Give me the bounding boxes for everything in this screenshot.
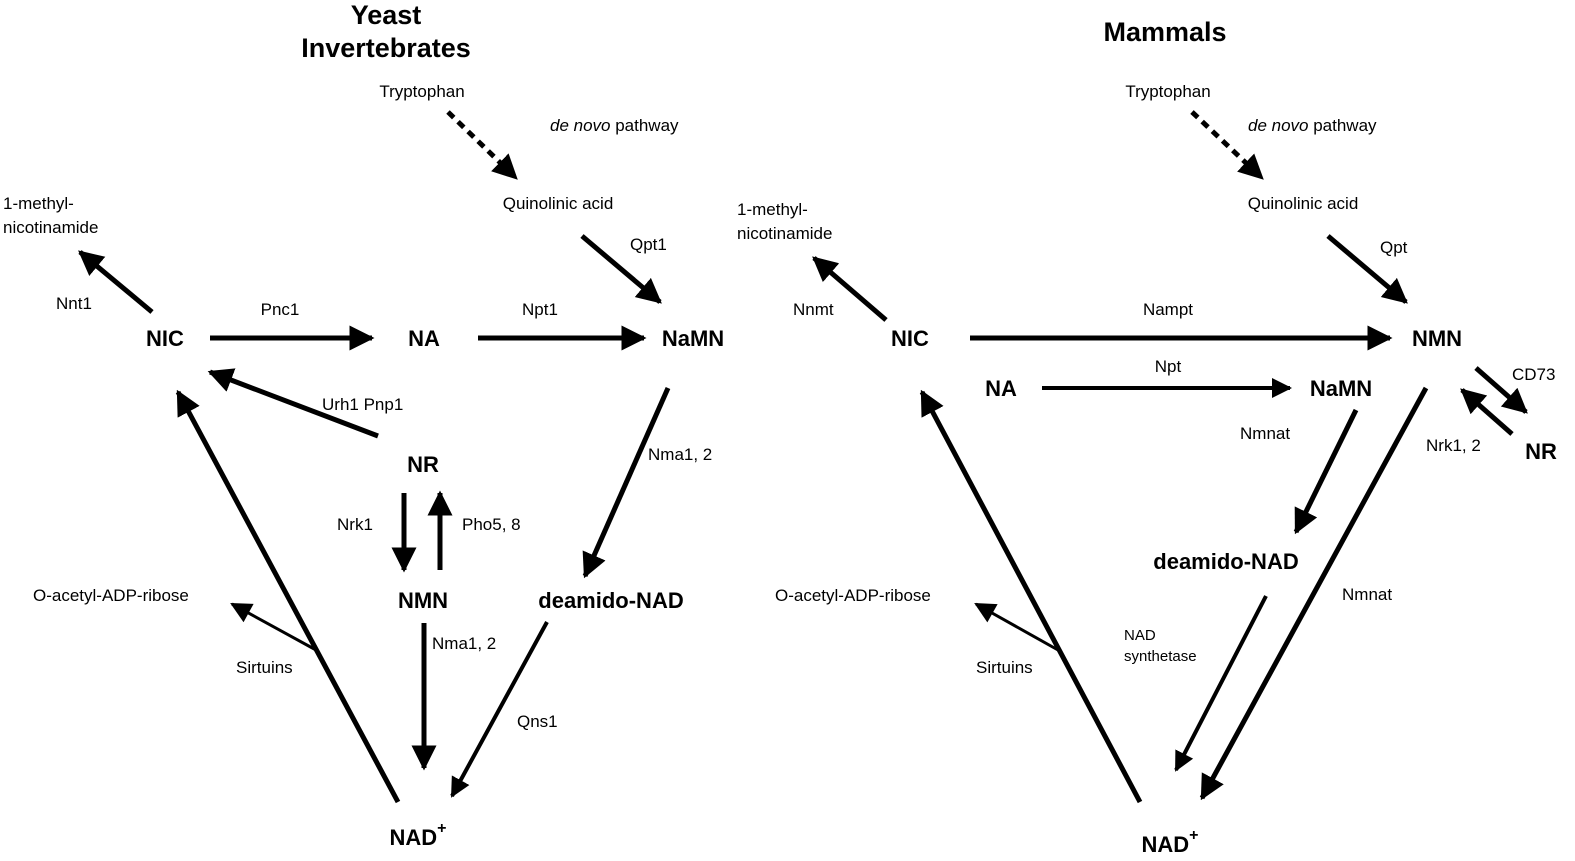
- yeast-nma-center-label: Nma1, 2: [432, 634, 496, 653]
- mammals-nmnat-left-label: Nmnat: [1240, 424, 1290, 443]
- mammals-nnmt-label: Nnmt: [793, 300, 834, 319]
- mammals-title: Mammals: [1103, 17, 1226, 47]
- mammals-arrow-nad-to-nic: [919, 389, 1143, 804]
- mammals-de-novo-rest: pathway: [1309, 116, 1378, 135]
- mammals-arrow-nmnat-left: [1293, 408, 1359, 535]
- mammals-nrk12-label: Nrk1, 2: [1426, 436, 1481, 455]
- mammals-de-novo-italic: de novo: [1248, 116, 1309, 135]
- yeast-node-nic: NIC: [146, 326, 184, 351]
- mammals-nmnat-right-label: Nmnat: [1342, 585, 1392, 604]
- invertebrates-title: Invertebrates: [301, 33, 471, 63]
- mammals-arrow-nrk12: [1460, 388, 1514, 436]
- mammals-acetyl-adp-ribose-label: O-acetyl-ADP-ribose: [775, 586, 931, 605]
- yeast-de-novo-rest: pathway: [611, 116, 680, 135]
- mammals-node-nr: NR: [1525, 439, 1557, 464]
- yeast-arrow-nad-to-nic: [175, 389, 401, 804]
- mammals-node-nmn: NMN: [1412, 326, 1462, 351]
- mammals-tryptophan-label: Tryptophan: [1125, 82, 1210, 101]
- yeast-de-novo-italic: de novo: [550, 116, 611, 135]
- mammals-arrow-qpt: [1326, 234, 1408, 304]
- mammals-arrow-cd73: [1474, 366, 1528, 414]
- mammals-arrow-sirtuins: [974, 602, 1059, 652]
- yeast-qpt1-label: Qpt1: [630, 235, 667, 254]
- yeast-title: Yeast: [351, 0, 422, 30]
- mammals-nad-base: NAD: [1141, 832, 1189, 857]
- yeast-de-novo-label: de novo pathway: [550, 116, 679, 135]
- yeast-arrow-qns1: [450, 621, 549, 798]
- mammals-methyl-line2: nicotinamide: [737, 224, 832, 243]
- yeast-quinolinic-acid-label: Quinolinic acid: [503, 194, 614, 213]
- mammals-sirtuins-label: Sirtuins: [976, 658, 1033, 677]
- mammals-quinolinic-acid-label: Quinolinic acid: [1248, 194, 1359, 213]
- yeast-urh1-pnp1-label: Urh1 Pnp1: [322, 395, 403, 414]
- yeast-nrk1-label: Nrk1: [337, 515, 373, 534]
- mammals-node-namn: NaMN: [1310, 376, 1372, 401]
- mammals-node-nic: NIC: [891, 326, 929, 351]
- mammals-de-novo-label: de novo pathway: [1248, 116, 1377, 135]
- yeast-pnc1-label: Pnc1: [261, 300, 300, 319]
- mammals-nad-synthetase-line1: NAD: [1124, 627, 1156, 644]
- yeast-arrow-nnt1: [78, 250, 154, 314]
- mammals-node-nad: NAD+: [1141, 827, 1198, 857]
- yeast-nad-base: NAD: [389, 825, 437, 850]
- mammals-node-deamido-nad: deamido-NAD: [1153, 549, 1298, 574]
- yeast-arrow-urh1-pnp1: [207, 368, 379, 439]
- yeast-arrow-qpt1: [580, 234, 662, 304]
- yeast-node-nad: NAD+: [389, 820, 446, 850]
- yeast-pho58-label: Pho5, 8: [462, 515, 521, 534]
- yeast-node-namn: NaMN: [662, 326, 724, 351]
- mammals-nad-superscript: +: [1189, 827, 1198, 844]
- yeast-methyl-line1: 1-methyl-: [3, 194, 74, 213]
- yeast-node-nr: NR: [407, 452, 439, 477]
- yeast-nnt1-label: Nnt1: [56, 294, 92, 313]
- mammals-methyl-line1: 1-methyl-: [737, 200, 808, 219]
- mammals-nampt-label: Nampt: [1143, 300, 1193, 319]
- yeast-acetyl-adp-ribose-label: O-acetyl-ADP-ribose: [33, 586, 189, 605]
- yeast-npt1-label: Npt1: [522, 300, 558, 319]
- mammals-arrow-nnmt: [812, 256, 888, 322]
- yeast-arrow-sirtuins: [230, 602, 317, 652]
- mammals-node-na: NA: [985, 376, 1017, 401]
- yeast-node-na: NA: [408, 326, 440, 351]
- mammals-arrow-nad-synthetase: [1174, 595, 1268, 772]
- yeast-node-nmn: NMN: [398, 588, 448, 613]
- mammals-panel: Mammals Tryptophan Quinolinic acid 1-met…: [737, 17, 1557, 857]
- yeast-nad-superscript: +: [437, 820, 446, 837]
- mammals-npt-label: Npt: [1155, 357, 1182, 376]
- mammals-arrow-nmnat-right: [1199, 386, 1429, 801]
- yeast-nma-right-label: Nma1, 2: [648, 445, 712, 464]
- yeast-node-deamido-nad: deamido-NAD: [538, 588, 683, 613]
- yeast-qns1-label: Qns1: [517, 712, 558, 731]
- mammals-cd73-label: CD73: [1512, 365, 1555, 384]
- mammals-arrow-de-novo: [1190, 110, 1264, 180]
- yeast-sirtuins-label: Sirtuins: [236, 658, 293, 677]
- yeast-arrow-nma-right: [582, 386, 671, 579]
- yeast-methyl-line2: nicotinamide: [3, 218, 98, 237]
- mammals-nad-synthetase-line2: synthetase: [1124, 648, 1197, 665]
- mammals-qpt-label: Qpt: [1380, 238, 1408, 257]
- yeast-panel: Yeast Invertebrates Tryptophan Quinolini…: [3, 0, 724, 850]
- yeast-arrow-de-novo: [446, 110, 518, 180]
- yeast-tryptophan-label: Tryptophan: [379, 82, 464, 101]
